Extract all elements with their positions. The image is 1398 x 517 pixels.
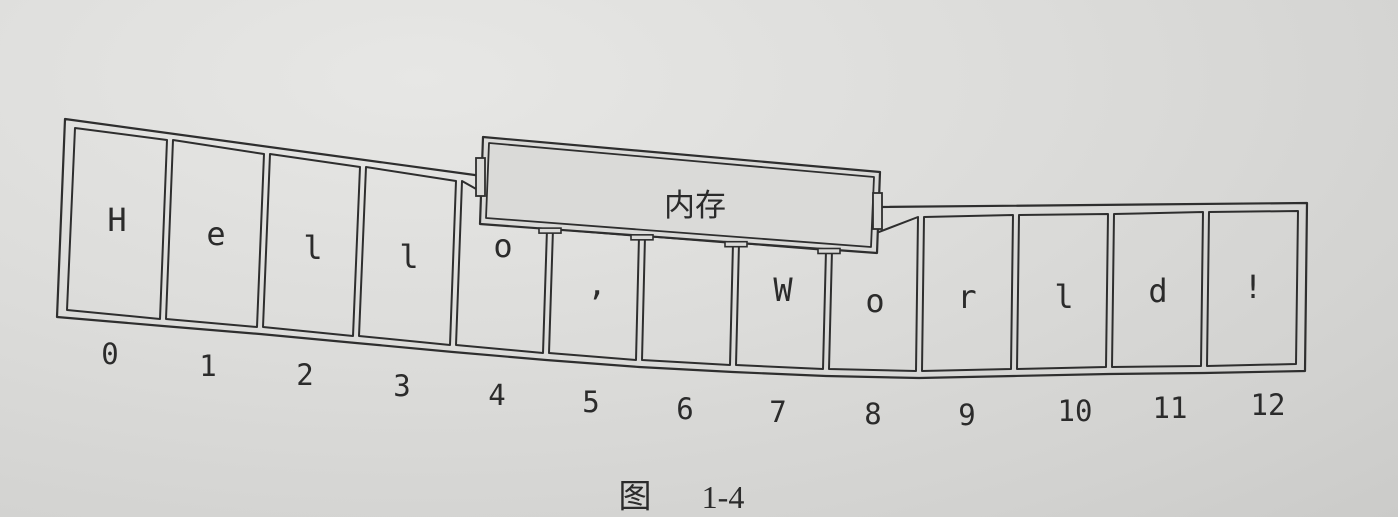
cell-index: 10	[1058, 394, 1093, 428]
caption-label: 图	[619, 477, 652, 516]
cell-index: 5	[582, 385, 599, 419]
cell-char: d	[1148, 272, 1167, 310]
cell-char: l	[399, 238, 418, 276]
memory-cell	[1016, 213, 1109, 370]
cell-char: e	[206, 215, 225, 253]
memory-cell	[262, 153, 361, 337]
memory-label: 内存	[664, 188, 726, 224]
memory-band	[55, 117, 1309, 380]
band-connector-left	[475, 157, 486, 197]
bus-connector	[538, 227, 562, 234]
bus-connector	[630, 234, 654, 241]
bus-connector	[817, 247, 841, 255]
cell-index: 6	[676, 392, 693, 426]
cell-index: 11	[1153, 391, 1188, 425]
cell-index: 8	[864, 397, 881, 431]
cell-index: 2	[296, 358, 313, 392]
cell-labels: H 0 e 1 l 2 l 3 o 4, 5 6 W 7 o 8 r 9 l 10 d 11! 12	[101, 201, 1285, 432]
memory-band-layer	[55, 117, 1309, 380]
cell-char: r	[957, 278, 976, 316]
cell-char: l	[303, 229, 322, 267]
memory-cell	[165, 139, 265, 328]
memory-cell	[358, 166, 457, 346]
caption-number: 1-4	[702, 479, 745, 515]
cell-index: 0	[101, 337, 118, 371]
cell-char: W	[773, 271, 793, 309]
memory-cell	[66, 127, 168, 320]
memory-cell	[921, 214, 1014, 372]
memory-cell	[828, 216, 919, 372]
cell-char: H	[107, 201, 126, 239]
cell-char: o	[493, 227, 512, 265]
cell-char: o	[865, 282, 884, 320]
memory-box-inner-border	[485, 142, 875, 248]
cell-index: 1	[199, 349, 216, 383]
figure-caption: 图 1-4	[619, 477, 745, 516]
cell-index: 4	[488, 378, 505, 412]
memory-cell	[1111, 211, 1204, 368]
cell-index: 3	[393, 369, 410, 403]
cell-index: 9	[958, 398, 975, 432]
cell-char: l	[1054, 278, 1073, 316]
cell-char: ,	[587, 265, 606, 303]
memory-box-layer: 内存	[475, 135, 883, 255]
band-connector-right	[872, 192, 883, 230]
cell-index: 12	[1251, 388, 1286, 422]
memory-cell	[641, 235, 734, 366]
cell-index: 7	[769, 395, 786, 429]
bus-connector	[724, 240, 748, 248]
cell-char: !	[1243, 268, 1262, 306]
memory-cell	[1206, 210, 1299, 367]
